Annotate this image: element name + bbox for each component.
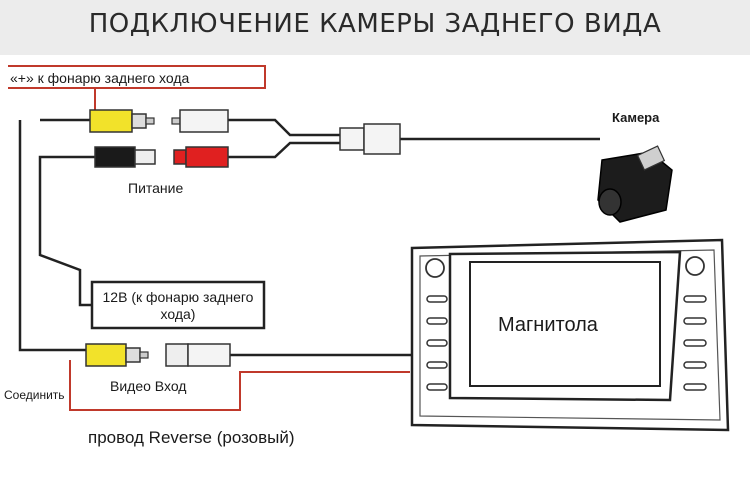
white-rca-plug-bottom (165, 343, 231, 367)
page-title: ПОДКЛЮЧЕНИЕ КАМЕРЫ ЗАДНЕГО ВИДА (88, 9, 662, 39)
camera-label: Камера (612, 110, 660, 125)
black-power-plug (94, 146, 156, 168)
reverse-wire-label: провод Reverse (розовый) (88, 428, 295, 447)
head-unit-icon (410, 238, 730, 432)
reverse-wire (69, 360, 410, 411)
red-power-plug (173, 146, 229, 168)
box-12v-label: 12В (к фонарю заднего хода) (102, 289, 254, 322)
head-unit-label: Магнитола (498, 314, 598, 336)
plus-label: «+» к фонарю заднего хода (10, 70, 190, 86)
box-12v (90, 280, 266, 330)
camera-icon (597, 145, 673, 223)
plus-wire (8, 65, 266, 89)
camera-lower-wire (228, 141, 340, 159)
camera-upper-wire (228, 118, 340, 137)
power-label: Питание (128, 180, 184, 196)
yellow-rca-plug-top (89, 109, 155, 133)
video-in-label: Видео Вход (110, 378, 187, 394)
power-loop-wire (38, 155, 95, 307)
white-rca-plug-top (171, 109, 229, 133)
power-wire (18, 120, 90, 352)
yellow-rca-plug-bottom (85, 343, 149, 367)
title-bar (0, 0, 750, 55)
join-label: Соединить (4, 388, 65, 402)
cable-splitter (339, 123, 401, 155)
